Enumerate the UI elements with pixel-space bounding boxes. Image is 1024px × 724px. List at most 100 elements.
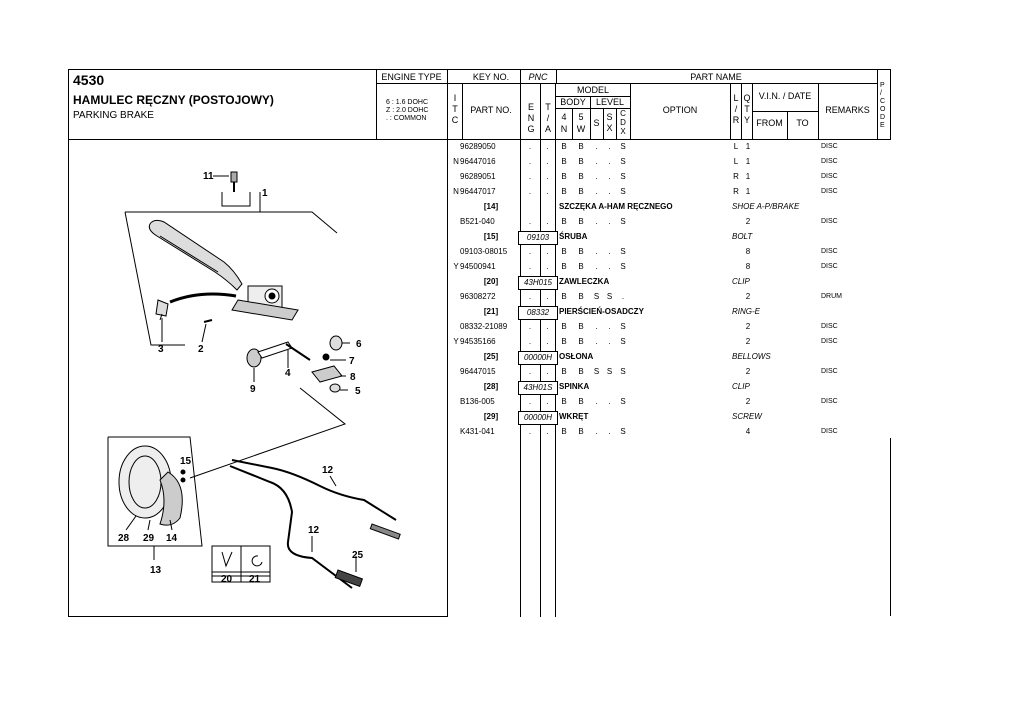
group-key: [25] xyxy=(483,352,499,361)
group-pnc: 43H015 xyxy=(518,276,558,290)
col-ta-slash: / xyxy=(546,113,550,123)
group-name-en: RING-E xyxy=(732,307,760,316)
col-level: LEVEL xyxy=(595,97,625,107)
row-remarks: DISC xyxy=(821,248,838,255)
page-code: 4530 xyxy=(73,72,105,88)
page-title-pl: HAMULEC RĘCZNY (POSTOJOWY) xyxy=(73,93,274,107)
row-eng: . xyxy=(528,292,532,301)
col-eng-g: G xyxy=(527,124,535,134)
callout-3: 3 xyxy=(158,344,164,355)
row-eng: . xyxy=(528,262,532,271)
group-name-pl: ŚRUBA xyxy=(559,232,588,241)
callout-1: 1 xyxy=(262,188,268,199)
col-lr-r: R xyxy=(732,115,740,125)
row-body-5: B xyxy=(578,397,584,406)
row-eng: . xyxy=(528,397,532,406)
row-remarks: DISC xyxy=(821,188,838,195)
row-level-sx: . xyxy=(608,397,611,406)
row-body-4: B xyxy=(561,322,567,331)
col-key-no: KEY NO. xyxy=(472,72,510,82)
row-eng: . xyxy=(528,142,532,151)
col-itc-c: C xyxy=(451,115,459,125)
row-eng: . xyxy=(528,367,532,376)
row-ta: . xyxy=(546,262,549,271)
row-body-4: B xyxy=(561,217,567,226)
row-qty: 2 xyxy=(745,337,751,346)
row-body-5: B xyxy=(578,142,584,151)
col-pcode-c: C xyxy=(880,98,886,105)
row-part-no: 94535166 xyxy=(460,337,496,346)
row-level-s: S xyxy=(593,292,600,301)
row-qty: 2 xyxy=(745,292,751,301)
engine-type-1: 6 : 1.6 DOHC xyxy=(386,99,429,106)
group-name-en: BOLT xyxy=(732,232,753,241)
row-level-sx: S xyxy=(606,367,613,376)
group-key: [20] xyxy=(483,277,499,286)
row-level-cdx: S xyxy=(620,172,626,181)
row-level-sx: . xyxy=(608,337,611,346)
engine-type-3: . : COMMON xyxy=(386,115,427,122)
row-body-4: B xyxy=(561,247,567,256)
group-name-en: SHOE A-P/BRAKE xyxy=(732,202,800,211)
row-remarks: DISC xyxy=(821,218,838,225)
row-level-s: S xyxy=(593,367,600,376)
row-level-sx: . xyxy=(608,142,611,151)
row-body-5: B xyxy=(578,322,584,331)
row-remarks: DISC xyxy=(821,263,838,270)
row-body-5: B xyxy=(578,292,584,301)
row-level-s: . xyxy=(595,187,598,196)
callout-12a: 12 xyxy=(322,465,334,476)
row-body-5: B xyxy=(578,427,584,436)
col-itc-i: I xyxy=(453,93,457,103)
row-ta: . xyxy=(546,187,549,196)
col-lr-l: L xyxy=(733,93,739,103)
col-body-5w: W xyxy=(576,124,586,134)
row-level-sx: . xyxy=(608,322,611,331)
row-body-5: B xyxy=(578,337,584,346)
row-body-4: B xyxy=(561,427,567,436)
row-itc: Y xyxy=(453,262,459,271)
group-key: [29] xyxy=(483,412,499,421)
group-name-pl: WKRĘT xyxy=(559,412,589,421)
col-option: OPTION xyxy=(662,105,698,115)
col-level-sx-s: S xyxy=(606,112,613,122)
page-title-en: PARKING BRAKE xyxy=(73,110,154,121)
row-body-5: B xyxy=(578,217,584,226)
row-level-cdx: S xyxy=(620,187,626,196)
row-body-5: B xyxy=(578,187,584,196)
callout-28: 28 xyxy=(118,533,130,544)
callout-12b: 12 xyxy=(308,525,320,536)
row-body-4: B xyxy=(561,367,567,376)
row-qty: 1 xyxy=(745,187,751,196)
row-level-sx: . xyxy=(608,247,611,256)
col-body-4n: N xyxy=(560,124,568,134)
row-level-cdx: S xyxy=(620,142,626,151)
row-part-no: 96289050 xyxy=(460,142,496,151)
group-key: [14] xyxy=(483,202,499,211)
col-itc-t: T xyxy=(452,104,458,114)
row-body-5: B xyxy=(578,247,584,256)
group-pnc: 43H01S xyxy=(518,381,558,395)
row-ta: . xyxy=(546,157,549,166)
col-from: FROM xyxy=(756,118,783,128)
row-eng: . xyxy=(528,217,532,226)
row-level-cdx: S xyxy=(620,337,626,346)
row-qty: 1 xyxy=(745,142,751,151)
col-qty-y: Y xyxy=(743,115,750,125)
row-qty: 2 xyxy=(745,322,751,331)
row-level-sx: . xyxy=(608,217,611,226)
col-pcode-p: P xyxy=(880,82,885,89)
col-level-sx-x: X xyxy=(606,123,613,133)
row-eng: . xyxy=(528,157,532,166)
col-pcode-d: D xyxy=(880,114,886,121)
group-pnc: 00000H xyxy=(518,351,558,365)
row-part-no: B136-005 xyxy=(460,397,495,406)
row-body-5: B xyxy=(578,172,584,181)
row-level-s: . xyxy=(595,157,598,166)
row-lr: R xyxy=(733,187,739,196)
col-level-cdx-c: C xyxy=(620,109,626,118)
callout-21: 21 xyxy=(249,574,261,585)
group-name-pl: SPINKA xyxy=(559,382,590,391)
row-level-sx: S xyxy=(606,292,613,301)
col-body-4: 4 xyxy=(561,112,567,122)
